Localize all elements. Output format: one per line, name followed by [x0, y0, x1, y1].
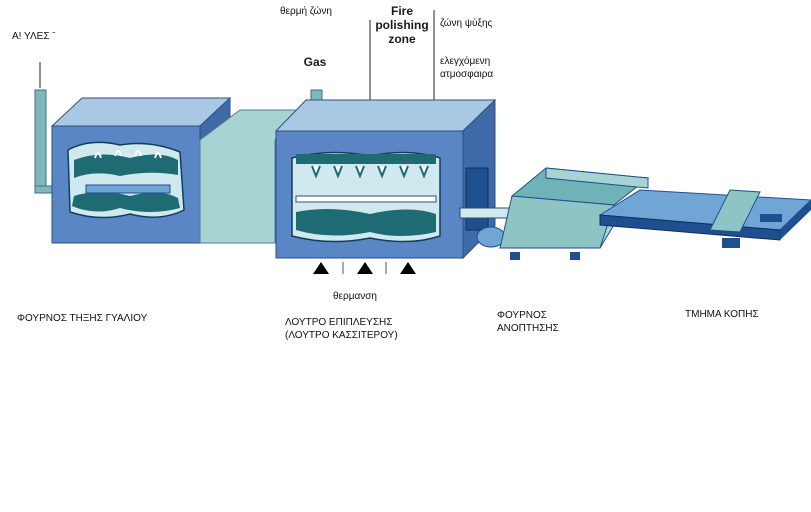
raw-materials-label: Α! ΥΛΕΣ ˉ [12, 31, 56, 42]
controlled-atmosphere-label-line1: ελεγχόμενη [440, 56, 491, 67]
burner-2 [357, 262, 373, 274]
heating-label: θερμανση [333, 291, 377, 302]
controlled-atmosphere-label-line2: ατμοσφαιρα [440, 69, 494, 80]
melting-furnace [50, 96, 232, 245]
burner-1 [313, 262, 329, 274]
float-bath [274, 98, 497, 260]
float-bath-label-line1: ΛΟΥΤΡΟ ΕΠΙΠΛΕΥΣΗΣ [285, 317, 393, 328]
cutting-section-label: ΤΜΗΜΑ ΚΟΠΗΣ [685, 309, 759, 320]
heating-burners [313, 262, 416, 274]
float-bath-label-line2: (ΛΟΥΤΡΟ ΚΑΣΣΙΤΕΡΟΥ) [285, 330, 398, 341]
hot-zone-label: θερμή ζώνη [280, 6, 332, 17]
cutting-conveyor [598, 189, 811, 248]
gas-label: Gas [303, 55, 327, 69]
burner-3 [400, 262, 416, 274]
annealing-lehr-label-line2: ΑΝΟΠΤΗΣΗΣ [497, 323, 559, 334]
annealing-lehr [498, 167, 650, 260]
melting-furnace-label: ΦΟΥΡΝΟΣ ΤΗΞΗΣ ΓΥΑΛΙΟΥ [17, 313, 148, 324]
cooling-zone-label: ζώνη ψύξης [440, 18, 493, 29]
fire-polishing-label-line1: Fire [390, 4, 413, 18]
fire-polishing-label-line2: polishing [375, 18, 429, 32]
transfer-channel [199, 109, 307, 244]
annealing-lehr-label-line1: ΦΟΥΡΝΟΣ [497, 310, 547, 321]
raw-material-inlet [34, 62, 66, 194]
fire-polishing-label-line3: zone [388, 32, 416, 46]
